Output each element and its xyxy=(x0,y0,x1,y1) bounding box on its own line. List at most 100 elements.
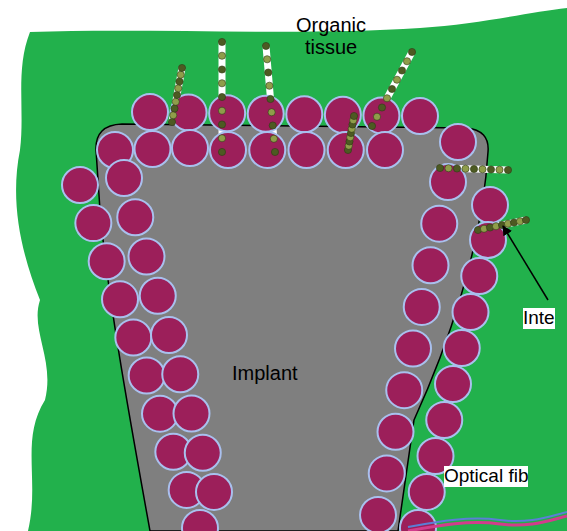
interface-gap xyxy=(219,42,226,152)
interface-bead xyxy=(218,93,225,100)
interface-bead xyxy=(378,104,385,111)
cell xyxy=(62,167,98,203)
interface-bead xyxy=(218,80,225,87)
cell xyxy=(421,206,457,242)
interface-bead xyxy=(168,118,175,125)
cell xyxy=(185,435,221,471)
cell xyxy=(426,402,462,438)
cell xyxy=(386,372,422,408)
cell xyxy=(182,510,218,531)
cell xyxy=(102,281,138,317)
interface-bead xyxy=(350,112,357,119)
cell xyxy=(135,131,171,167)
cell xyxy=(249,132,285,168)
interface-bead xyxy=(176,78,183,85)
tissue-label: Organic tissue xyxy=(276,14,386,58)
interface-bead xyxy=(218,107,225,114)
interface-bead xyxy=(175,85,182,92)
implant-label: Implant xyxy=(232,362,342,384)
interface-bead xyxy=(453,165,460,172)
cell xyxy=(413,247,449,283)
interface-bead xyxy=(171,105,178,112)
cell xyxy=(117,199,153,235)
cell xyxy=(174,396,210,432)
interface-bead xyxy=(504,166,511,173)
interface-bead xyxy=(269,122,276,129)
interface-bead xyxy=(172,98,179,105)
interface-bead xyxy=(470,165,477,172)
interface-bead xyxy=(436,164,443,171)
interface-bead xyxy=(462,165,469,172)
interface-bead xyxy=(408,48,415,55)
interface-bead xyxy=(218,121,225,128)
cell xyxy=(115,319,151,355)
interface-bead xyxy=(487,166,494,173)
interface-bead xyxy=(170,112,177,119)
cell xyxy=(435,366,471,402)
cell xyxy=(472,187,508,223)
cell xyxy=(89,243,125,279)
interface-bead xyxy=(178,64,185,71)
interface-bead xyxy=(218,52,225,59)
cell xyxy=(248,96,284,132)
interface-bead xyxy=(267,95,274,102)
interface-bead xyxy=(177,71,184,78)
interface-bead xyxy=(271,148,278,155)
cell xyxy=(461,258,497,294)
cell xyxy=(378,414,414,450)
cell xyxy=(325,97,361,133)
cell xyxy=(196,474,232,510)
cell xyxy=(369,455,405,491)
cell xyxy=(162,356,198,392)
cell xyxy=(409,474,445,510)
interface-bead xyxy=(264,56,271,63)
interface-bead xyxy=(218,135,225,142)
interface-label: Inte xyxy=(523,308,555,329)
leader-line xyxy=(503,226,548,300)
cell xyxy=(367,132,403,168)
interface-bead xyxy=(522,216,529,223)
cell xyxy=(402,98,438,134)
cell xyxy=(470,222,506,258)
cell xyxy=(363,97,399,133)
implant-body-shape xyxy=(96,124,488,531)
cell xyxy=(129,239,165,275)
interface-bead xyxy=(262,42,269,49)
tissue-region-shape xyxy=(16,8,567,531)
cell xyxy=(172,130,208,166)
interface-bead xyxy=(368,122,375,129)
cell xyxy=(360,497,396,531)
cell xyxy=(140,278,176,314)
interface-bead xyxy=(393,76,400,83)
cell xyxy=(440,124,476,160)
interface-bead xyxy=(388,85,395,92)
cell xyxy=(430,164,466,200)
interface-bead xyxy=(270,135,277,142)
cell xyxy=(129,358,165,394)
interface-bead xyxy=(218,66,225,73)
interface-bead xyxy=(496,166,503,173)
interface-bead xyxy=(218,38,225,45)
interface-bead xyxy=(383,95,390,102)
fiber-label: Optical fib xyxy=(444,466,528,487)
optical-fiber-cladding xyxy=(408,512,567,527)
cell xyxy=(404,289,440,325)
interface-bead xyxy=(218,148,225,155)
cell xyxy=(210,132,246,168)
interface-bead xyxy=(268,109,275,116)
interface-bead xyxy=(479,166,486,173)
interface-bead xyxy=(265,69,272,76)
interface-bead xyxy=(266,82,273,89)
cell xyxy=(444,330,480,366)
interface-bead xyxy=(403,58,410,65)
cell xyxy=(328,132,364,168)
interface-bead xyxy=(373,113,380,120)
cell xyxy=(395,331,431,367)
interface-bead xyxy=(173,91,180,98)
cell xyxy=(171,95,207,131)
cell xyxy=(453,294,489,330)
